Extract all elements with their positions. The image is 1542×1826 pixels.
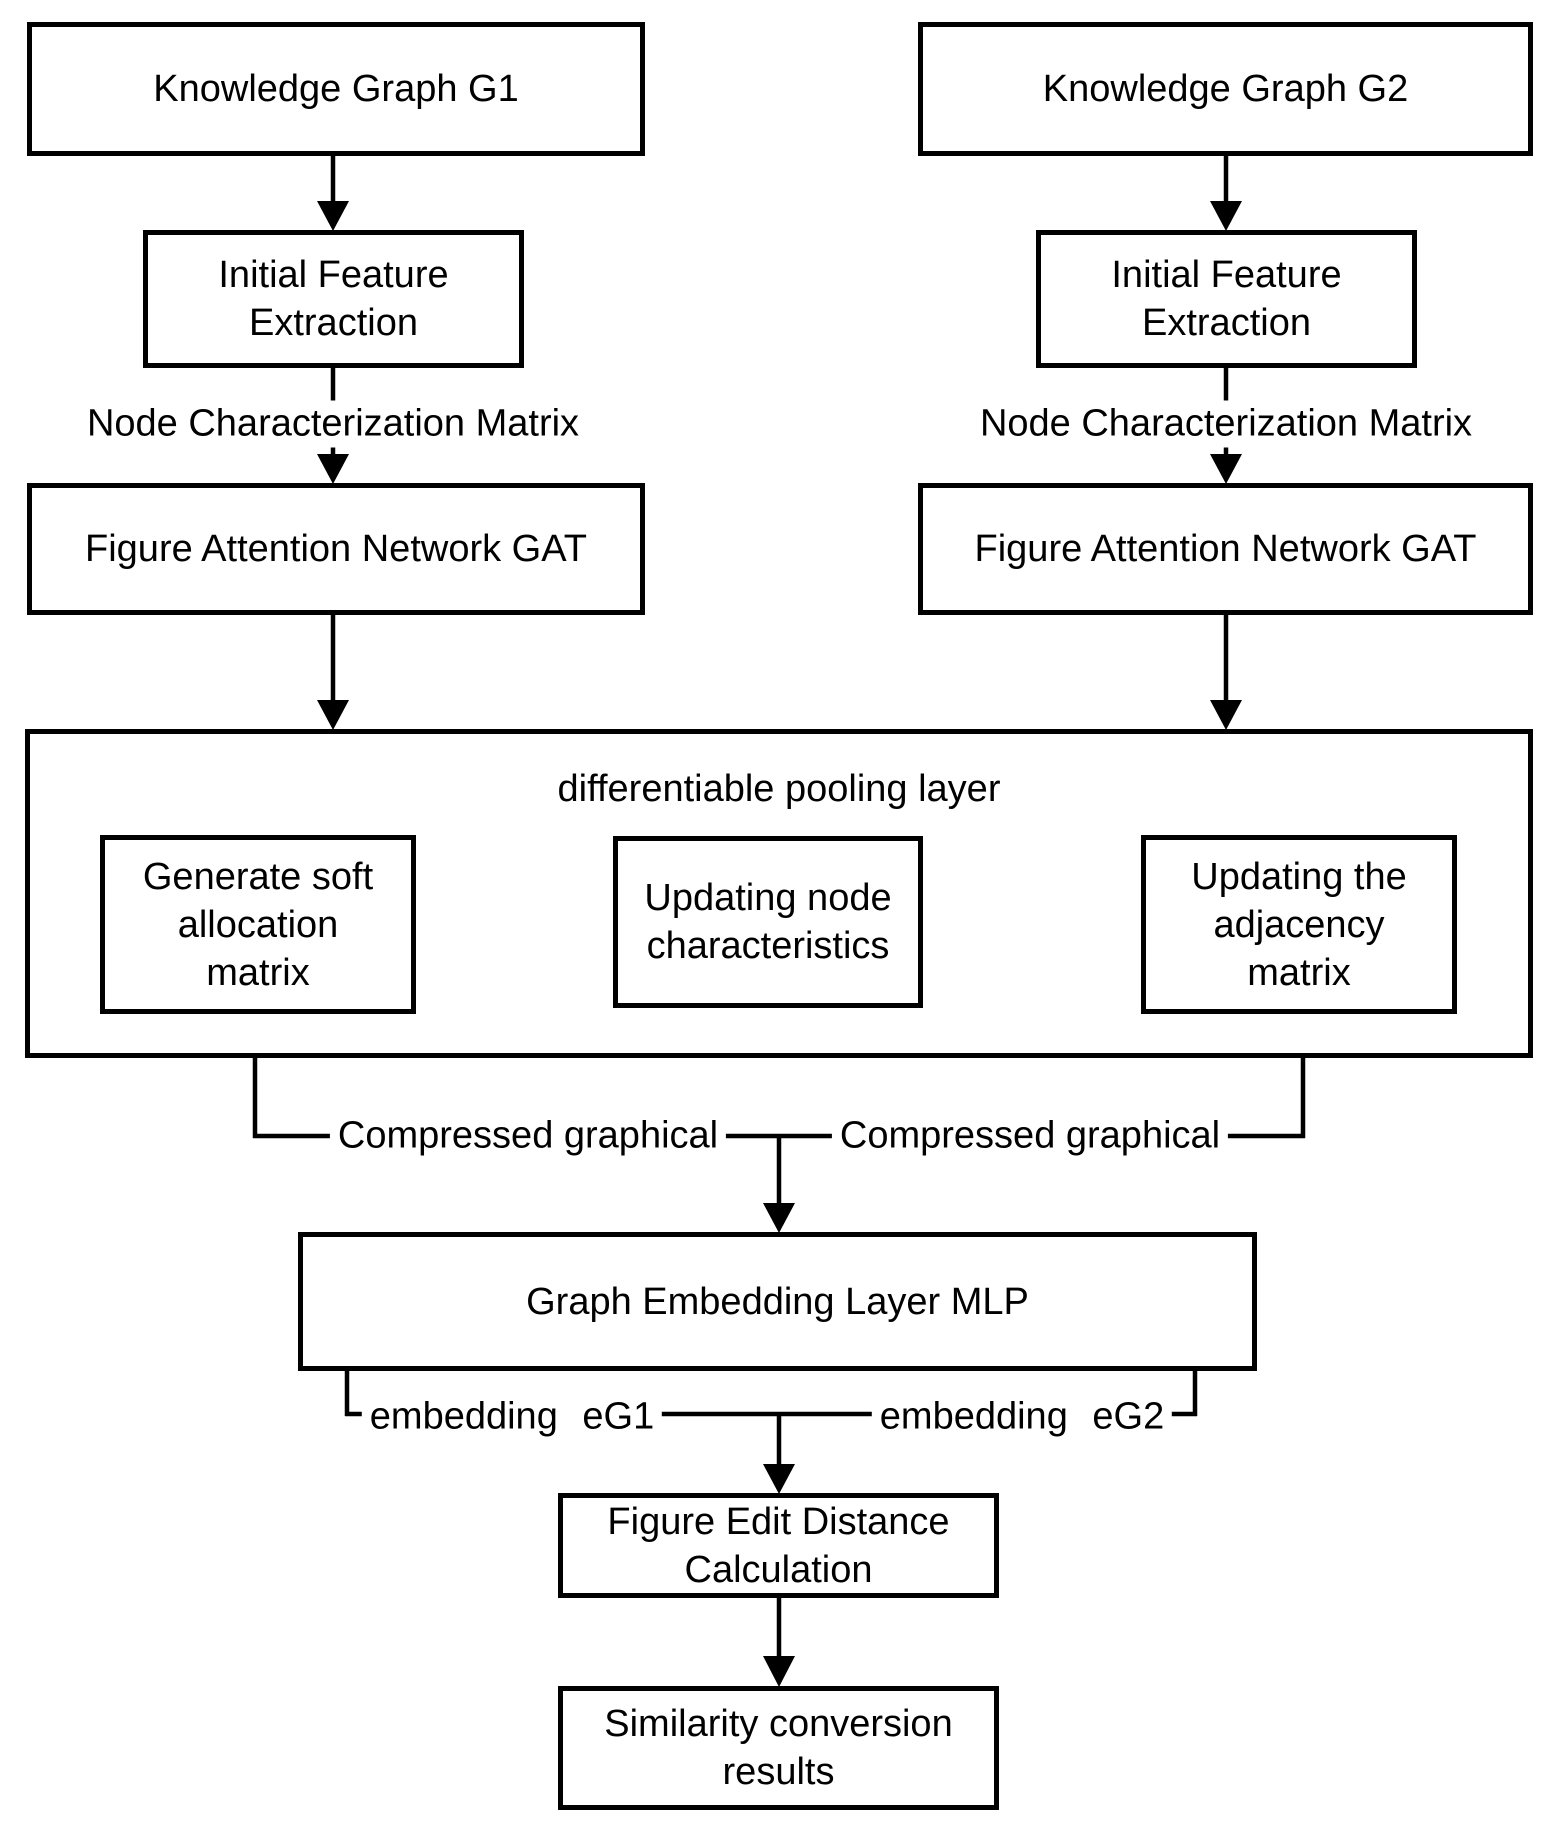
- arrow-kg2-to-ife2: [1210, 156, 1242, 231]
- arrow-fed-to-sim: [763, 1598, 795, 1687]
- edge-label-compressed-graphical-1: Compressed graphical: [329, 1112, 727, 1160]
- node-generate-soft-allocation-matrix: Generate soft allocation matrix: [100, 835, 416, 1014]
- arrowhead-down-icon: [1210, 201, 1242, 231]
- node-similarity-conversion-results: Similarity conversion results: [558, 1686, 999, 1810]
- node-label: Figure Attention Network GAT: [85, 528, 587, 570]
- node-graph-embedding-layer-mlp: Graph Embedding Layer MLP: [298, 1232, 1257, 1371]
- node-label: Generate soft allocation matrix: [142, 855, 374, 994]
- arrowhead-down-icon: [317, 700, 349, 730]
- node-figure-attention-network-gat-1: Figure Attention Network GAT: [27, 483, 645, 615]
- arrow-kg1-to-ife1: [317, 156, 349, 231]
- arrowhead-down-icon: [317, 201, 349, 231]
- node-label: Initial Feature Extraction: [1111, 254, 1342, 344]
- arrow-gat1-to-pooling: [317, 615, 349, 730]
- node-differentiable-pooling-layer: [25, 729, 1533, 1058]
- node-label: Updating the adjacency matrix: [1191, 855, 1407, 994]
- arrowhead-down-icon: [763, 1203, 795, 1233]
- edge-label-embedding-eg1: embedding eG1: [361, 1393, 663, 1441]
- edge-label-compressed-graphical-2: Compressed graphical: [831, 1112, 1229, 1160]
- node-label: Figure Attention Network GAT: [974, 528, 1477, 570]
- node-initial-feature-extraction-2: Initial Feature Extraction: [1036, 230, 1417, 368]
- arrow-gat2-to-pooling: [1210, 615, 1242, 730]
- node-label: Knowledge Graph G2: [1042, 68, 1409, 110]
- arrowhead-down-icon: [763, 1656, 795, 1687]
- edge-label-embedding-eg2: embedding eG2: [871, 1393, 1173, 1441]
- arrowhead-down-icon: [763, 1464, 795, 1494]
- node-figure-attention-network-gat-2: Figure Attention Network GAT: [918, 483, 1533, 615]
- node-figure-edit-distance-calculation: Figure Edit Distance Calculation: [558, 1493, 999, 1598]
- node-label: Updating node characteristics: [644, 877, 892, 967]
- pooling-layer-title: differentiable pooling layer: [557, 768, 1001, 810]
- node-knowledge-graph-g2: Knowledge Graph G2: [918, 22, 1533, 156]
- node-label: Graph Embedding Layer MLP: [526, 1280, 1029, 1323]
- node-label: Similarity conversion results: [604, 1703, 953, 1793]
- node-label: Initial Feature Extraction: [218, 254, 449, 344]
- arrowhead-down-icon: [1210, 454, 1242, 484]
- arrowhead-down-icon: [1210, 700, 1242, 730]
- node-label: Figure Edit Distance Calculation: [607, 1500, 950, 1591]
- arrowhead-down-icon: [317, 454, 349, 484]
- node-label: Knowledge Graph G1: [153, 68, 519, 110]
- node-initial-feature-extraction-1: Initial Feature Extraction: [143, 230, 524, 368]
- edge-label-node-characterization-matrix-1: Node Characterization Matrix: [78, 400, 588, 448]
- node-updating-adjacency-matrix: Updating the adjacency matrix: [1141, 835, 1457, 1014]
- node-updating-node-characteristics: Updating node characteristics: [613, 836, 923, 1008]
- node-knowledge-graph-g1: Knowledge Graph G1: [27, 22, 645, 156]
- edge-label-node-characterization-matrix-2: Node Characterization Matrix: [971, 400, 1481, 448]
